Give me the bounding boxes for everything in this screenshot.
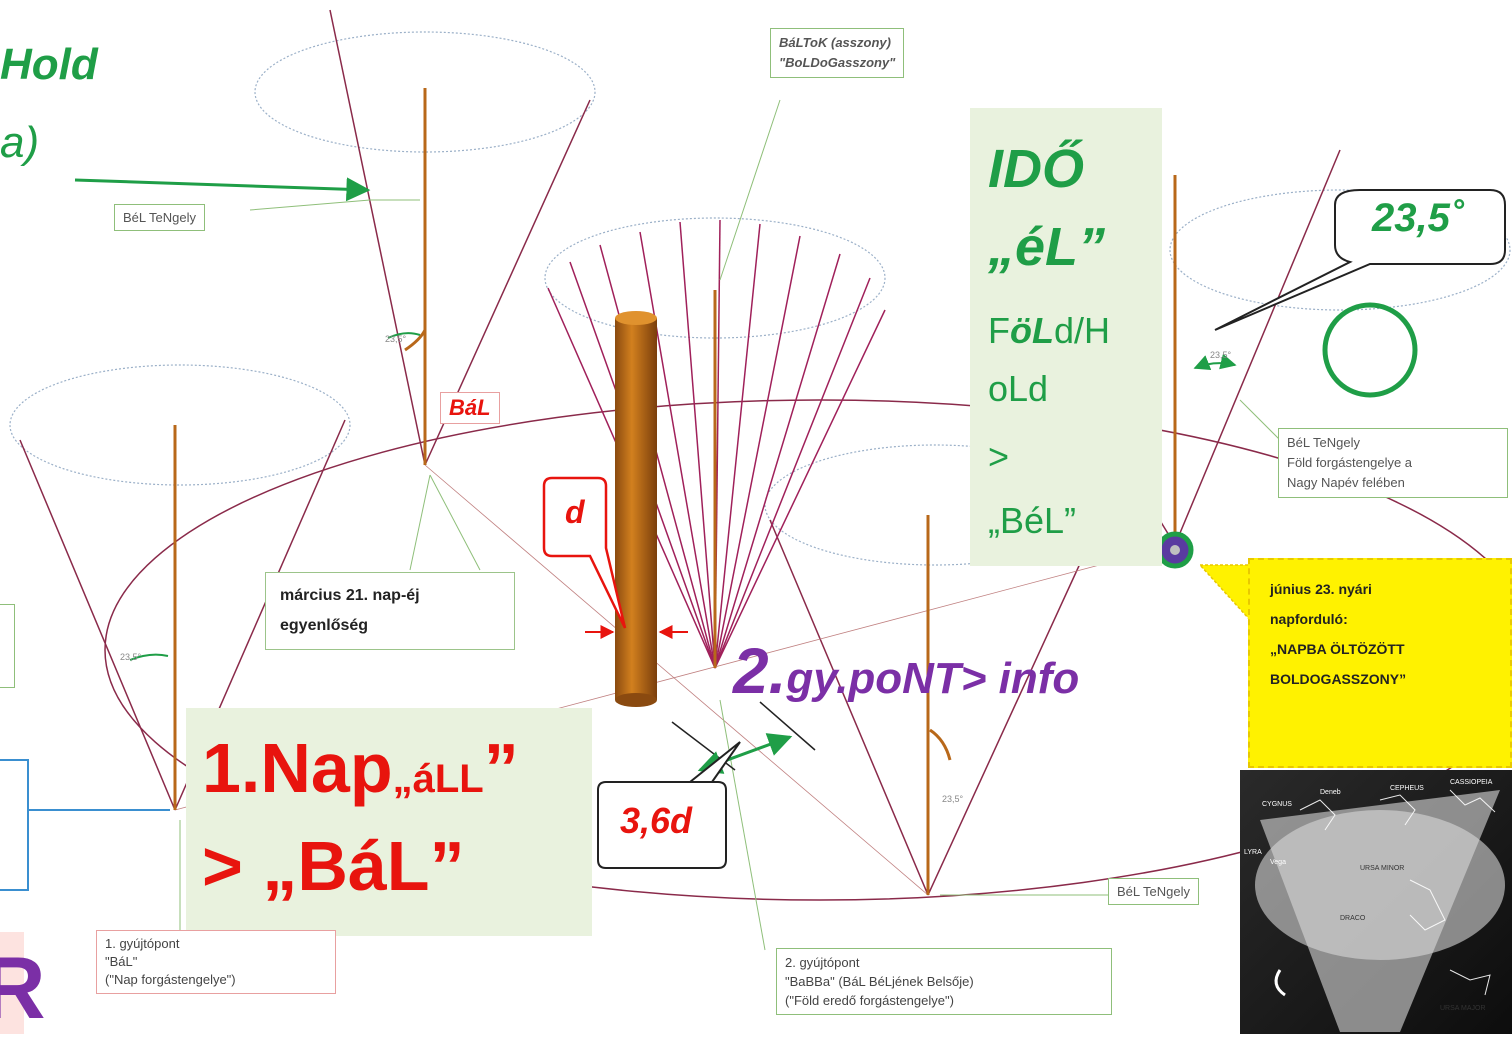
baltok-callout: BáLToK (asszony) "BoLDoGasszony" — [770, 28, 905, 78]
bel-tengely-right-box: BéL TeNgely Föld forgástengelye a Nagy N… — [1278, 428, 1508, 498]
bel-tengely-bottom-box: BéL TeNgely — [1108, 878, 1199, 905]
ido-line1-post: d/H — [1053, 310, 1111, 351]
march-line2: egyenlőség — [280, 617, 369, 634]
first-point-main: 1.Nap — [202, 729, 393, 807]
left-partial-box — [0, 604, 15, 688]
first-point-line1: 1.Nap„áLL” — [202, 728, 519, 808]
ido-line2: oLd — [988, 368, 1049, 409]
bottom-left-glyph: R — [0, 938, 46, 1037]
bal-label: BáL — [449, 395, 491, 420]
pointer-arrow — [74, 177, 371, 202]
photo-label: Vega — [1270, 859, 1286, 866]
small-angle-label: 23,5° — [120, 652, 142, 662]
june-line1: június 23. nyári — [1270, 581, 1372, 597]
focal2-line3: ("Föld eredő forgástengelye") — [785, 993, 954, 1008]
ido-line1-bi: öL — [1010, 310, 1054, 351]
top-left-a: a) — [0, 118, 40, 167]
second-point-label: 2.gy.poNT> info — [733, 634, 1079, 708]
angle-bubble-shape — [1214, 189, 1506, 331]
second-point-number: 2. — [733, 635, 787, 707]
photo-label: CEPHEUS — [1390, 785, 1424, 792]
orbit-ellipse — [104, 399, 1512, 901]
baltok-line1: BáLToK (asszony) — [779, 35, 891, 50]
bel-tengely-bottom-label: BéL TeNgely — [1117, 884, 1190, 899]
cone-top-ellipse — [254, 31, 596, 153]
bottom-left-pink — [0, 932, 24, 1034]
bel-tengely-box: BéL TeNgely — [114, 204, 205, 231]
focal2-box: 2. gyújtópont "BaBBa" (BáL BéLjének Bels… — [776, 948, 1112, 1015]
june-line2: napforduló: — [1270, 611, 1348, 627]
june-box: június 23. nyári napforduló: „NAPBA ÖLTÖ… — [1248, 558, 1512, 768]
first-point-end: ” — [483, 729, 519, 807]
baltok-line2: "BoLDoGasszony" — [779, 55, 896, 70]
first-point-line2: > „BáL” — [202, 827, 465, 905]
ido-panel: IDŐ „éL” FöLd/H oLd > „BéL” — [970, 108, 1162, 566]
photo-label: CYGNUS — [1262, 801, 1292, 808]
small-angle-label: 23,5° — [942, 794, 964, 804]
d-label: d — [565, 494, 585, 530]
angle-bubble-text: 23,5˚ — [1372, 196, 1464, 240]
march-box: március 21. nap-éj egyenlőség — [265, 572, 515, 650]
first-point-panel: 1.Nap„áLL” > „BáL” — [186, 708, 592, 936]
small-angle-label: 23,5° — [1210, 350, 1232, 360]
ido-line4: „BéL” — [988, 500, 1077, 541]
bel-right-line1: BéL TeNgely — [1287, 435, 1360, 450]
small-angle-label: 23,5° — [385, 334, 407, 344]
cone-top-ellipse — [9, 364, 351, 486]
d36-label: 3,6d — [620, 800, 693, 841]
bel-right-line3: Nagy Napév felében — [1287, 475, 1405, 490]
focal2-line1: 2. gyújtópont — [785, 955, 860, 970]
second-point-text: gy.poNT> info — [786, 654, 1080, 703]
cone-top-ellipse — [1169, 189, 1511, 311]
photo-label: Deneb — [1320, 789, 1341, 796]
photo-label: LYRA — [1244, 849, 1262, 856]
focal1-line2: "BáL" — [105, 954, 138, 969]
top-left-hold: Hold — [0, 40, 98, 89]
march-line1: március 21. nap-éj — [280, 587, 420, 604]
ido-line1-pre: F — [988, 310, 1010, 351]
cone-top-ellipse — [544, 217, 886, 339]
photo-label: CASSIOPEIA — [1450, 779, 1493, 786]
focal1-box: 1. gyújtópont "BáL" ("Nap forgástengelye… — [96, 930, 336, 994]
bal-box: BáL — [440, 392, 500, 424]
bel-tengely-label: BéL TeNgely — [123, 210, 196, 225]
focal2-line2: "BaBBa" (BáL BéLjének Belsője) — [785, 974, 974, 989]
green-circle — [1322, 302, 1418, 398]
june-line4: BOLDOGASSZONY” — [1270, 671, 1407, 687]
ido-sub: „éL” — [988, 217, 1106, 277]
ido-line3: > — [988, 436, 1010, 477]
photo-label: URSA MINOR — [1360, 865, 1404, 872]
ido-line1: FöLd/H — [988, 310, 1110, 352]
photo-label: DRACO — [1340, 915, 1366, 922]
photo-label: URSA MAJOR — [1440, 1005, 1486, 1012]
star-chart-photo: CYGNUS Deneb CEPHEUS CASSIOPEIA LYRA Veg… — [1240, 770, 1512, 1034]
first-point-small: „áLL — [392, 757, 484, 801]
focal1-line1: 1. gyújtópont — [105, 936, 180, 951]
sun-pole — [615, 318, 657, 700]
bel-right-line2: Föld forgástengelye a — [1287, 455, 1413, 470]
focal1-line3: ("Nap forgástengelye") — [105, 972, 236, 987]
ido-title: IDŐ — [988, 139, 1085, 199]
june-line3: „NAPBA ÖLTÖZÖTT — [1270, 641, 1405, 657]
